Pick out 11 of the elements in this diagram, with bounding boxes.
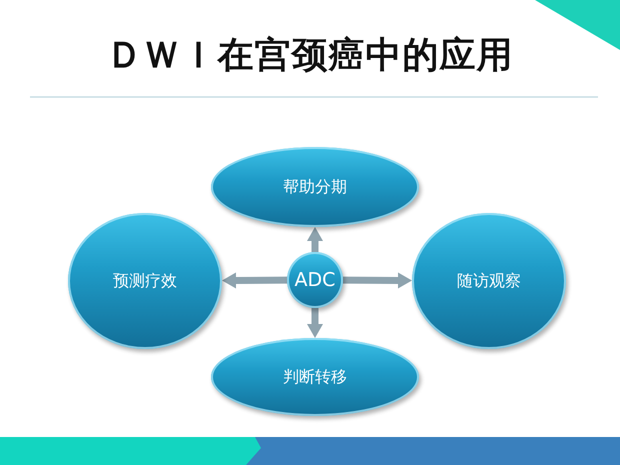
arrow xyxy=(307,308,323,338)
arrow xyxy=(222,272,288,288)
topic-label: 帮助分期 xyxy=(283,177,347,197)
topic-label: 随访观察 xyxy=(457,271,521,291)
hub-circle xyxy=(287,252,343,308)
arrow xyxy=(342,272,412,288)
slide-title: ＤＷＩ在宫颈癌中的应用 xyxy=(106,34,514,78)
topic-label: 判断转移 xyxy=(283,367,347,387)
arrow xyxy=(307,227,323,252)
hub-label: ADC xyxy=(294,270,336,290)
topic-label: 预测疗效 xyxy=(113,271,177,291)
